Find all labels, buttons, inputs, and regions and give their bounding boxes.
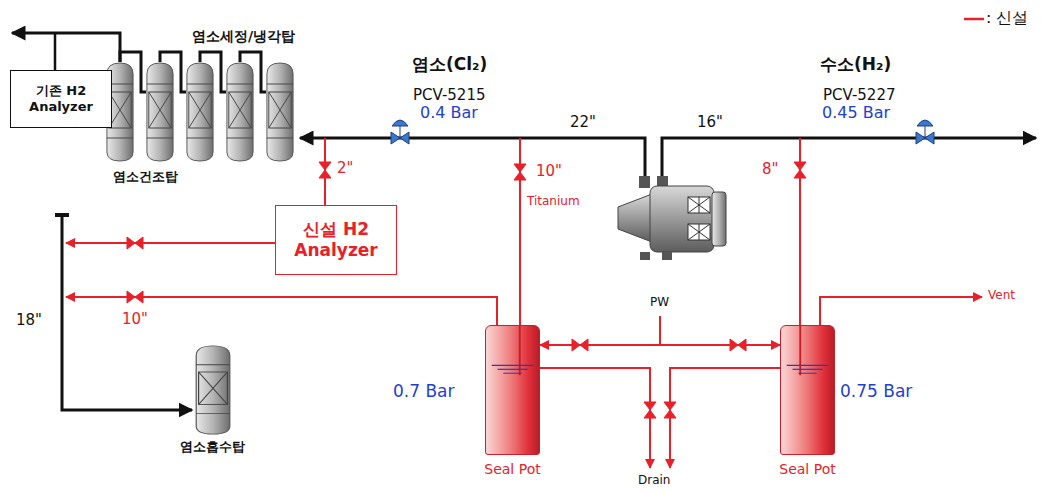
legend: : 신설 bbox=[962, 8, 1028, 29]
gas-name: 염소(Cl₂) bbox=[412, 55, 487, 75]
electrolyzer-illustration bbox=[618, 176, 726, 260]
seal-pot-liquid bbox=[498, 369, 528, 370]
hand-valves bbox=[127, 237, 143, 249]
hand-valves bbox=[127, 291, 143, 303]
tower-caption: 염소세정/냉각탑 bbox=[192, 28, 295, 44]
chlorine-washing-towers bbox=[187, 63, 213, 161]
seal-pot-liquid bbox=[793, 369, 823, 370]
legend-text: : 신설 bbox=[986, 8, 1028, 29]
control-valves bbox=[392, 120, 408, 126]
legend-line-sample bbox=[962, 14, 986, 24]
pipe-size: 18" bbox=[16, 312, 42, 329]
control-valves bbox=[917, 120, 933, 126]
chlorine-washing-towers bbox=[12, 33, 120, 62]
absorber-line bbox=[55, 215, 230, 434]
chlorine-washing-towers bbox=[227, 63, 253, 161]
new-red-lines bbox=[659, 316, 661, 345]
control-valves bbox=[925, 126, 926, 138]
hand-valves bbox=[794, 162, 806, 178]
control-valves bbox=[391, 132, 409, 144]
electrolyzer-illustration bbox=[650, 186, 714, 252]
vent-label: Vent bbox=[988, 289, 1015, 303]
control-valves bbox=[400, 126, 401, 138]
chlorine-washing-towers bbox=[267, 63, 293, 161]
pot-label: Seal Pot bbox=[779, 461, 835, 479]
valve-tag: PCV-5215 bbox=[413, 87, 486, 104]
legend-line-sample bbox=[964, 17, 984, 20]
main-gas-lines bbox=[300, 138, 1036, 180]
control-valves bbox=[391, 120, 934, 144]
absorber-line bbox=[196, 346, 230, 434]
electrolyzer-illustration bbox=[712, 192, 726, 246]
pipe-size: 16" bbox=[697, 114, 723, 131]
new-red-lines bbox=[66, 242, 275, 244]
material-note: Titanium bbox=[527, 195, 580, 209]
seal-pot-liquid bbox=[519, 326, 521, 375]
hand-valves bbox=[644, 402, 656, 418]
seal-pot-liquid bbox=[503, 373, 521, 374]
electrolyzer-illustration bbox=[639, 176, 650, 188]
electrolyzer-illustration bbox=[662, 252, 672, 260]
drain-label: Drain bbox=[638, 474, 670, 488]
box-label: 신설 H2 Analyzer bbox=[276, 219, 396, 262]
electrolyzer-illustration bbox=[688, 224, 710, 240]
new-red-lines bbox=[540, 368, 650, 468]
pipe-size: 10" bbox=[536, 163, 562, 180]
hand-valves bbox=[664, 402, 676, 418]
seal-pot: Seal Pot bbox=[780, 325, 835, 455]
gas-name: 수소(H₂) bbox=[820, 55, 891, 75]
new-red-lines bbox=[670, 368, 780, 468]
pipe-size: 22" bbox=[570, 114, 596, 131]
pressure-value: 0.7 Bar bbox=[393, 382, 455, 402]
tower-caption: 염소흡수탑 bbox=[180, 440, 245, 455]
pot-label: Seal Pot bbox=[484, 461, 540, 479]
water-supply-line bbox=[540, 344, 780, 346]
edge-label: PW bbox=[648, 296, 671, 310]
pressure-value: 0.4 Bar bbox=[420, 104, 478, 122]
chlorine-washing-towers bbox=[12, 33, 293, 161]
seal-pot-liquid bbox=[492, 365, 533, 366]
seal-pot-liquid bbox=[486, 326, 539, 454]
tower-caption: 염소건조탑 bbox=[113, 170, 178, 185]
pressure-value: 0.75 Bar bbox=[840, 382, 912, 402]
pipe-size: 10" bbox=[122, 311, 148, 328]
analyzer-box: 기존 H2 Analyzer bbox=[10, 70, 112, 128]
main-gas-lines bbox=[300, 138, 645, 180]
seal-pot-liquid bbox=[781, 326, 834, 454]
analyzer-box: 신설 H2 Analyzer bbox=[275, 205, 397, 275]
hand-valves bbox=[319, 162, 331, 178]
pipe-size: 2" bbox=[337, 160, 353, 177]
seal-pot-liquid bbox=[799, 326, 801, 375]
seal-pot-liquid bbox=[798, 373, 816, 374]
chlorine-washing-towers bbox=[147, 63, 173, 161]
seal-pot-liquid bbox=[787, 365, 828, 366]
seal-pot: Seal Pot bbox=[485, 325, 540, 455]
pressure-value: 0.45 Bar bbox=[822, 104, 890, 122]
absorber-line bbox=[62, 215, 192, 410]
valve-tag: PCV-5227 bbox=[823, 87, 896, 104]
electrolyzer-illustration bbox=[640, 252, 650, 260]
new-red-lines bbox=[66, 138, 982, 468]
box-label: 기존 H2 Analyzer bbox=[11, 83, 111, 116]
new-red-lines bbox=[820, 297, 982, 325]
electrolyzer-illustration bbox=[688, 197, 710, 213]
electrolyzer-illustration bbox=[618, 194, 652, 242]
control-valves bbox=[916, 132, 934, 144]
hand-valves bbox=[127, 162, 806, 418]
pipe-size: 8" bbox=[762, 161, 778, 178]
hand-valves bbox=[514, 164, 526, 180]
chlorine-washing-towers bbox=[54, 33, 57, 70]
main-gas-lines bbox=[662, 138, 1036, 180]
electrolyzer-illustration bbox=[688, 224, 710, 240]
electrolyzer-illustration bbox=[688, 197, 710, 213]
